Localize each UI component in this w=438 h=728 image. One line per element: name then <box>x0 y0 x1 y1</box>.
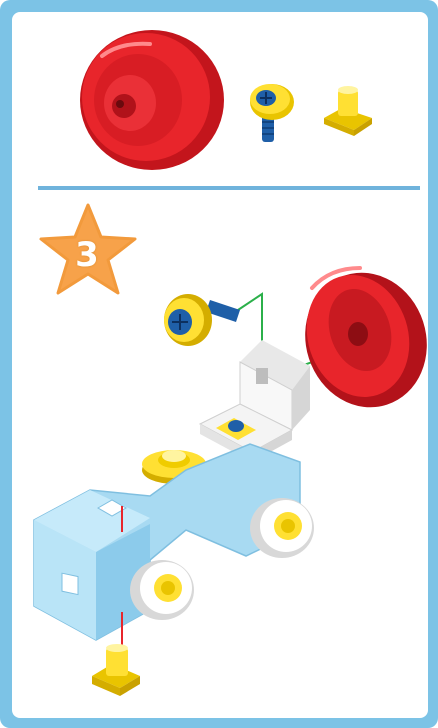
parts-list <box>80 30 372 170</box>
white-bracket <box>200 340 310 462</box>
wheel-left <box>130 560 194 620</box>
nut-part <box>324 86 372 136</box>
red-wheel-part <box>80 30 224 170</box>
red-wheel-mounted <box>288 257 438 423</box>
wheel-right <box>250 498 314 558</box>
section-divider <box>38 186 420 190</box>
nut-bottom <box>92 644 140 696</box>
screw-floating <box>164 294 240 346</box>
step-number: 3 <box>58 230 116 280</box>
assembly-step <box>34 257 438 696</box>
screw-part <box>250 84 294 142</box>
